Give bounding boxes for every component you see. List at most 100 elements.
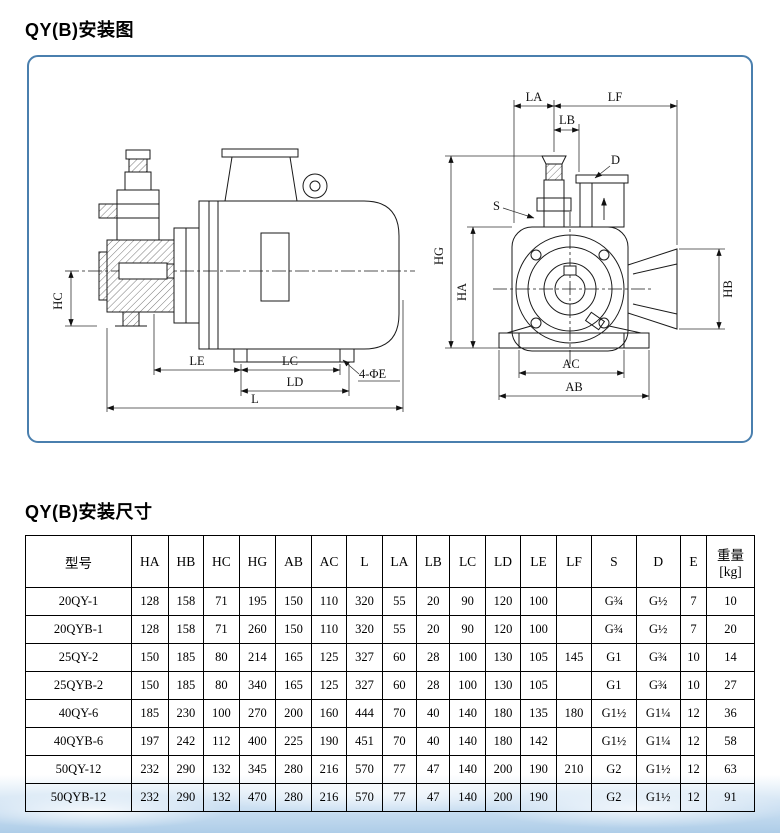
value-cell: 230 bbox=[167, 699, 205, 728]
value-cell: G2 bbox=[591, 755, 637, 784]
drain-plug bbox=[122, 311, 140, 327]
value-cell: 140 bbox=[449, 699, 486, 728]
value-cell: 90 bbox=[449, 587, 486, 616]
value-cell: 40 bbox=[416, 727, 451, 756]
dim-label-lf: LF bbox=[608, 90, 623, 104]
value-cell: 125 bbox=[310, 643, 348, 672]
column-header: L bbox=[346, 535, 383, 588]
value-cell: 140 bbox=[449, 727, 486, 756]
value-cell: 20 bbox=[416, 615, 451, 644]
value-cell: 55 bbox=[381, 587, 418, 616]
column-header: LA bbox=[381, 535, 418, 588]
value-cell: 110 bbox=[310, 587, 348, 616]
value-cell: 132 bbox=[203, 755, 240, 784]
value-cell: 14 bbox=[706, 643, 755, 672]
value-cell bbox=[555, 615, 593, 644]
dim-label-d: D bbox=[611, 153, 620, 167]
motor-nameplate bbox=[260, 232, 290, 302]
dim-label-ld: LD bbox=[287, 375, 304, 389]
column-header: AB bbox=[275, 535, 312, 588]
value-cell: 12 bbox=[679, 783, 708, 812]
value-cell: 150 bbox=[275, 587, 312, 616]
value-cell: 60 bbox=[381, 643, 418, 672]
terminal-box bbox=[224, 156, 298, 202]
value-cell: 142 bbox=[520, 727, 557, 756]
value-cell: 58 bbox=[706, 727, 755, 756]
value-cell: 150 bbox=[131, 643, 169, 672]
model-cell: 50QYB-12 bbox=[25, 783, 132, 812]
motor-foot bbox=[233, 348, 355, 363]
column-header: E bbox=[679, 535, 708, 588]
end-view-dimensions: LA LF LB S D HG HA HB bbox=[432, 90, 735, 400]
value-cell: 10 bbox=[706, 587, 755, 616]
value-cell: 40 bbox=[416, 699, 451, 728]
pump-end-view-drawing bbox=[493, 155, 678, 366]
model-cell: 40QY-6 bbox=[25, 699, 132, 728]
value-cell: 70 bbox=[381, 699, 418, 728]
column-header: D bbox=[635, 535, 681, 588]
column-header: 型号 bbox=[25, 535, 132, 588]
value-cell: G2 bbox=[591, 783, 637, 812]
value-cell: 320 bbox=[346, 615, 383, 644]
value-cell: 125 bbox=[310, 671, 348, 700]
pump-side-view-drawing bbox=[65, 148, 415, 363]
value-cell: G¾ bbox=[591, 615, 637, 644]
value-cell: 570 bbox=[346, 783, 383, 812]
value-cell: 327 bbox=[346, 643, 383, 672]
value-cell: 160 bbox=[310, 699, 348, 728]
column-header: HG bbox=[238, 535, 277, 588]
column-header: HB bbox=[167, 535, 205, 588]
value-cell: 140 bbox=[449, 783, 486, 812]
model-cell: 25QY-2 bbox=[25, 643, 132, 672]
dim-label-ac: AC bbox=[562, 357, 579, 371]
value-cell: 225 bbox=[275, 727, 312, 756]
value-cell: 214 bbox=[238, 643, 277, 672]
value-cell: 10 bbox=[679, 643, 708, 672]
column-header: HA bbox=[131, 535, 169, 588]
value-cell: 232 bbox=[131, 783, 169, 812]
value-cell: 140 bbox=[449, 755, 486, 784]
value-cell: 12 bbox=[679, 755, 708, 784]
value-cell: 77 bbox=[381, 783, 418, 812]
discharge-port bbox=[575, 174, 629, 228]
value-cell: 570 bbox=[346, 755, 383, 784]
value-cell: 190 bbox=[520, 783, 557, 812]
column-header: 重量 [kg] bbox=[706, 535, 755, 588]
value-cell: 232 bbox=[131, 755, 169, 784]
value-cell: 128 bbox=[131, 587, 169, 616]
value-cell: 47 bbox=[416, 783, 451, 812]
installation-drawings: HC LE LC LD L 4-ΦE bbox=[51, 90, 735, 412]
value-cell: 10 bbox=[679, 671, 708, 700]
value-cell: 270 bbox=[238, 699, 277, 728]
value-cell: 47 bbox=[416, 755, 451, 784]
value-cell: 210 bbox=[555, 755, 593, 784]
model-cell: 40QYB-6 bbox=[25, 727, 132, 756]
value-cell: G1 bbox=[591, 671, 637, 700]
column-header: LB bbox=[416, 535, 451, 588]
value-cell: 400 bbox=[238, 727, 277, 756]
column-header: LE bbox=[520, 535, 557, 588]
value-cell: 290 bbox=[167, 783, 205, 812]
value-cell: 71 bbox=[203, 587, 240, 616]
dim-label-hb: HB bbox=[721, 280, 735, 297]
dim-label-lc: LC bbox=[282, 354, 298, 368]
value-cell: 180 bbox=[484, 727, 522, 756]
model-cell: 25QYB-2 bbox=[25, 671, 132, 700]
value-cell: G1½ bbox=[635, 783, 681, 812]
value-cell: 77 bbox=[381, 755, 418, 784]
value-cell: 28 bbox=[416, 671, 451, 700]
value-cell: G1 bbox=[591, 643, 637, 672]
value-cell: 185 bbox=[167, 671, 205, 700]
value-cell: 185 bbox=[167, 643, 205, 672]
value-cell: 60 bbox=[381, 671, 418, 700]
value-cell: 150 bbox=[275, 615, 312, 644]
value-cell: 7 bbox=[679, 615, 708, 644]
value-cell: 100 bbox=[520, 615, 557, 644]
shaft-keyway bbox=[563, 265, 577, 276]
